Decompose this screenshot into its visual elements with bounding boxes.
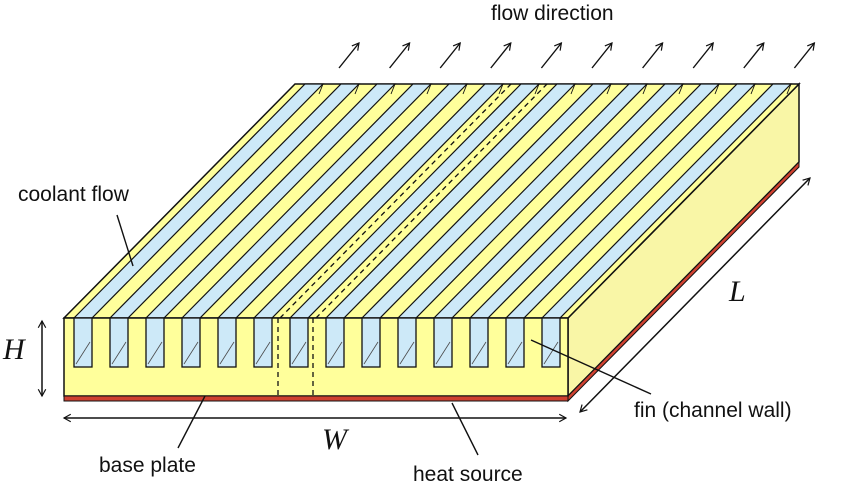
base-plate-leader [177,395,206,449]
coolant-channel-opening [217,317,237,368]
dimension-markers [37,177,811,423]
coolant-channel-opening [361,317,381,368]
flow-arrow [642,42,664,69]
length-dimension-arrow [579,177,811,413]
width-dimension-label: W [322,423,350,456]
flow-arrow [743,42,765,69]
heat-sink-front-face [63,317,569,402]
channel-depth-line [291,341,307,365]
heat-source-leader [451,402,479,456]
channel-depth-line [255,341,271,365]
channel-back-edge [426,83,432,95]
coolant-channel-opening [469,317,489,368]
channel-back-edge [354,83,360,95]
channel-depth-line [363,341,379,365]
channel-back-edge [318,83,324,95]
channel-depth-line [111,341,127,365]
unit-cell-dashed-line [315,83,548,319]
base-plate-label: base plate [99,454,196,477]
channel-depth-line [147,341,163,365]
height-dimension-label: H [2,333,27,366]
coolant-channel-opening [253,317,273,368]
coolant-channel-opening [109,317,129,368]
channel-depth-line [507,341,523,365]
channel-back-edge [606,83,612,95]
channel-back-edge [462,83,468,95]
channel-back-edge [498,83,504,95]
coolant-flow-label: coolant flow [18,183,130,206]
channel-back-edge [678,83,684,95]
heat-source-label: heat source [413,463,523,486]
flow-arrow [338,42,360,69]
label-leader-lines [116,214,652,456]
channel-back-edge [714,83,720,95]
flow-arrow [591,42,613,69]
coolant-channel-opening [397,317,417,368]
coolant-channel-opening [325,317,345,368]
coolant-channel-opening [73,317,93,368]
unit-cell-dashed-line [279,83,512,319]
flow-arrow [692,42,714,69]
fin-leader [530,339,652,395]
flow-direction-label: flow direction [491,2,614,25]
channel-back-edge [786,83,792,95]
coolant-channel-opening [181,317,201,368]
channel-depth-line [435,341,451,365]
length-dimension-label: L [728,275,746,308]
channel-back-edge [570,83,576,95]
channel-depth-line [543,341,559,365]
fin-label: fin (channel wall) [634,399,792,422]
coolant-channel-opening [505,317,525,368]
coolant-flow-leader [116,214,134,267]
flow-direction-arrows [338,42,816,69]
coolant-channel-opening [145,317,165,368]
flow-arrow [540,42,563,69]
front-face [63,317,569,397]
coolant-channel-opening [433,317,453,368]
heat-source-front-strip [63,395,569,402]
flow-arrow [490,42,512,69]
channel-back-edge [642,83,648,95]
flow-arrow [793,42,816,69]
channel-back-edge [534,83,540,95]
channel-back-edge [750,83,756,95]
flow-arrow [439,42,461,69]
channel-back-edge [390,83,396,95]
channel-depth-line [183,341,199,365]
coolant-channel-opening [289,317,309,368]
channel-depth-line [471,341,487,365]
channel-depth-line [327,341,343,365]
channel-depth-line [399,341,415,365]
flow-arrow [389,42,411,69]
channel-depth-line [75,341,91,365]
channel-depth-line [219,341,235,365]
coolant-channel-opening [541,317,561,368]
